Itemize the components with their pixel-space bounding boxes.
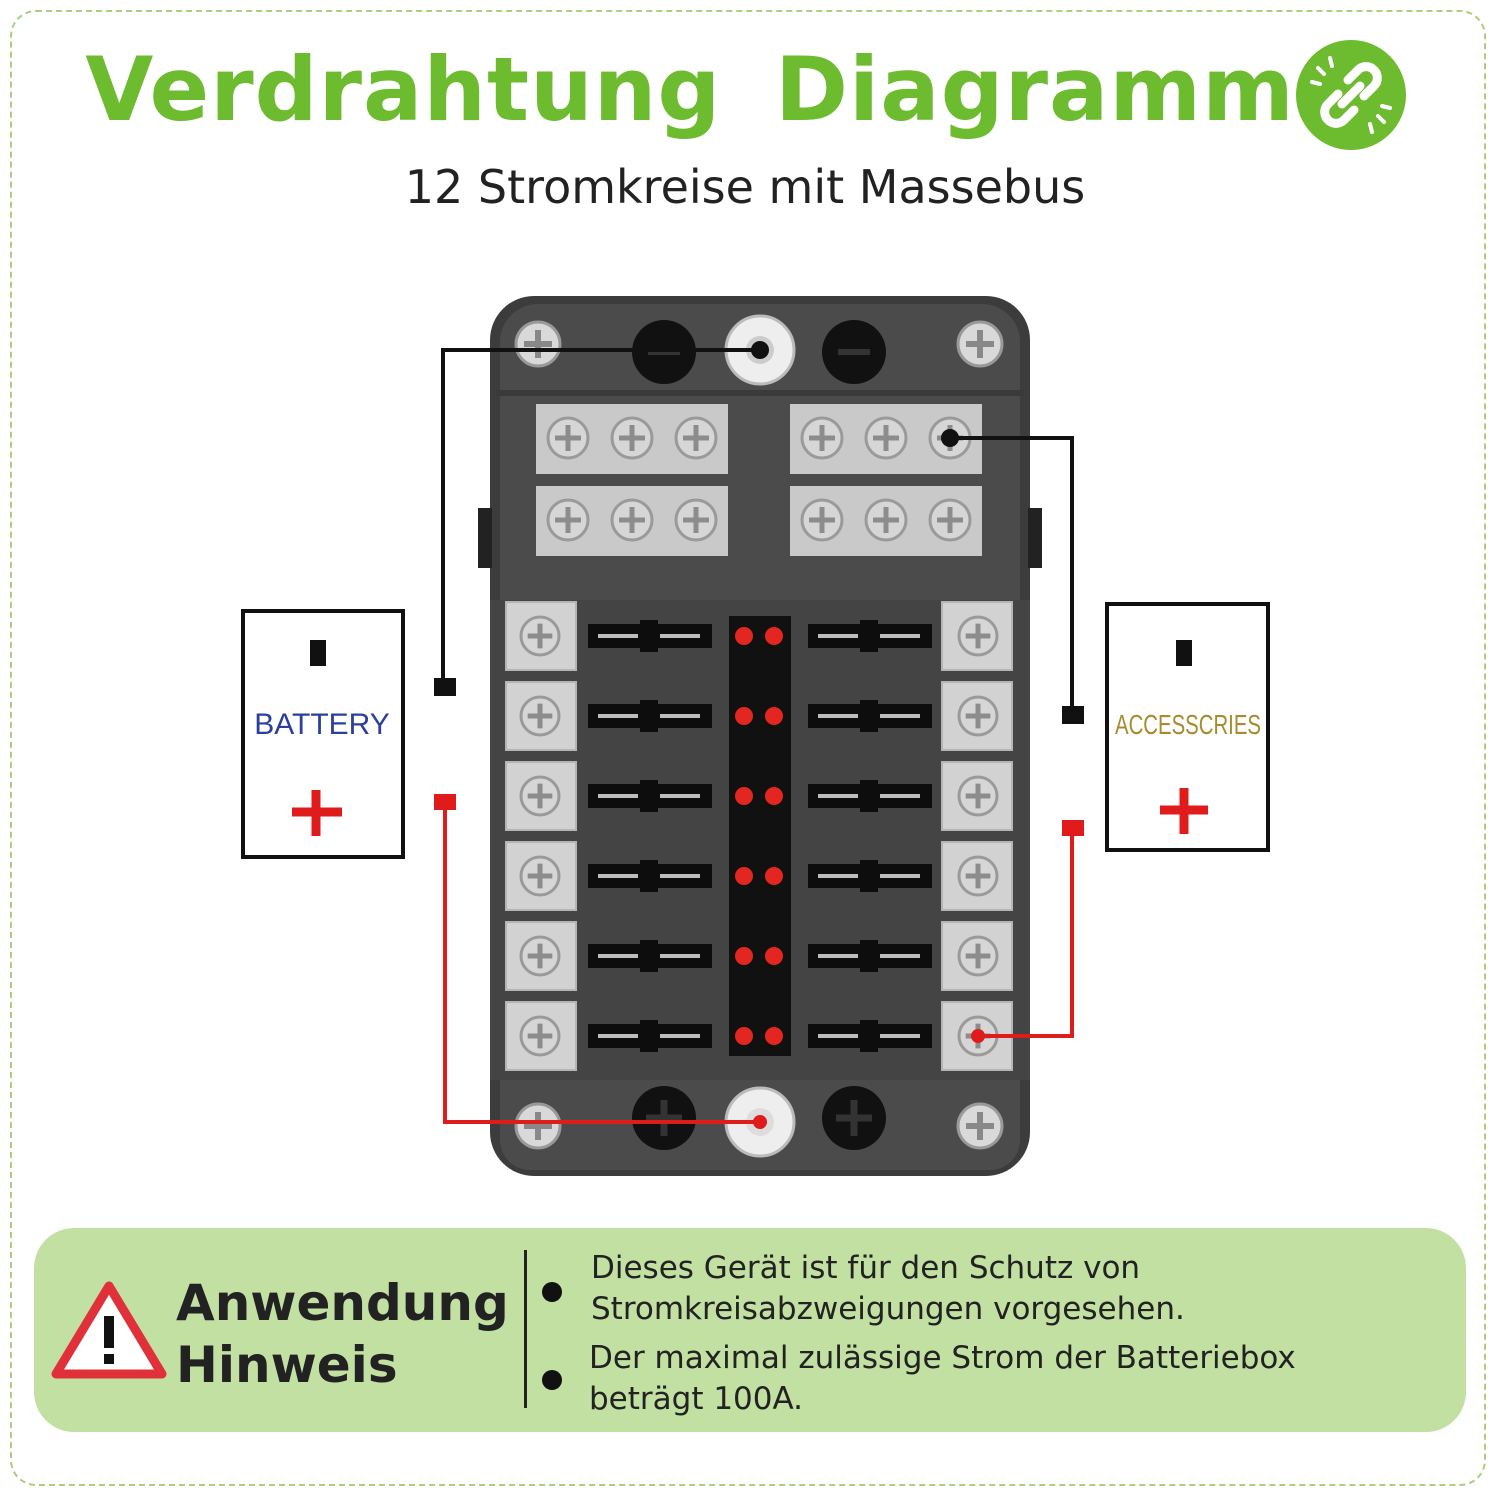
led-indicator bbox=[765, 627, 783, 645]
battery-label: BATTERY bbox=[254, 708, 390, 741]
screw bbox=[800, 416, 844, 460]
page-border bbox=[10, 10, 1486, 1486]
corner-screw bbox=[956, 320, 1004, 368]
led-indicator bbox=[735, 947, 753, 965]
screw bbox=[519, 1015, 561, 1057]
fuse-row bbox=[505, 601, 1013, 671]
corner-screw bbox=[956, 1102, 1004, 1150]
fuse-rows bbox=[505, 601, 1013, 1071]
positive-terminal-cap bbox=[632, 1086, 696, 1150]
negative-wire-battery bbox=[434, 341, 769, 696]
warning-triangle-icon bbox=[51, 1281, 167, 1379]
led-indicator bbox=[735, 1027, 753, 1045]
screw bbox=[957, 775, 999, 817]
led-indicator bbox=[735, 707, 753, 725]
screw bbox=[928, 498, 972, 542]
minus-symbol bbox=[310, 640, 326, 666]
screw bbox=[546, 498, 590, 542]
led-strip bbox=[729, 616, 791, 1056]
led-indicator bbox=[765, 947, 783, 965]
screw bbox=[519, 855, 561, 897]
positive-wire-battery bbox=[434, 794, 767, 1129]
fuse-row bbox=[505, 841, 1013, 911]
notice-panel bbox=[34, 1228, 1466, 1432]
screw bbox=[957, 695, 999, 737]
bullet-point bbox=[542, 1370, 562, 1390]
notice-heading-line1: Anwendung bbox=[176, 1274, 509, 1332]
negative-terminal-cap bbox=[822, 320, 886, 384]
screw bbox=[957, 935, 999, 977]
led-indicator bbox=[735, 787, 753, 805]
screw bbox=[519, 615, 561, 657]
terminal-block-right bbox=[941, 921, 1013, 991]
screw bbox=[519, 775, 561, 817]
fuse-row bbox=[505, 681, 1013, 751]
screw bbox=[610, 416, 654, 460]
screw bbox=[800, 498, 844, 542]
led-indicator bbox=[765, 867, 783, 885]
battery-box: BATTERY bbox=[241, 609, 405, 859]
link-chain-icon bbox=[1296, 40, 1406, 150]
accessories-box: ACCESSCRIES bbox=[1105, 602, 1270, 852]
page-subtitle: 12 Stromkreise mit Massebus bbox=[404, 160, 1086, 214]
plus-symbol bbox=[1160, 788, 1208, 834]
fuse-row bbox=[505, 921, 1013, 991]
screw bbox=[519, 935, 561, 977]
screw bbox=[519, 695, 561, 737]
terminal-block-left bbox=[505, 601, 577, 671]
fuse-row bbox=[505, 1001, 1013, 1071]
notice-bullet-2: Der maximal zulässige Strom der Batterie… bbox=[589, 1340, 1296, 1417]
led-indicator bbox=[735, 867, 753, 885]
corner-screw bbox=[514, 1102, 562, 1150]
led-indicator bbox=[765, 787, 783, 805]
screw bbox=[610, 498, 654, 542]
positive-wire-accessories bbox=[971, 820, 1084, 1043]
corner-screw bbox=[514, 320, 562, 368]
led-indicator bbox=[735, 627, 753, 645]
accessories-label: ACCESSCRIES bbox=[1115, 709, 1261, 740]
bullet-point bbox=[542, 1282, 562, 1302]
screw bbox=[864, 416, 908, 460]
screw bbox=[957, 855, 999, 897]
page-title: Verdrahtung Diagramm bbox=[85, 38, 1295, 141]
notice-heading-line2: Hinweis bbox=[176, 1336, 398, 1394]
fuse-row bbox=[505, 761, 1013, 831]
positive-terminal-cap bbox=[822, 1086, 886, 1150]
screw bbox=[546, 416, 590, 460]
screw bbox=[674, 498, 718, 542]
screw bbox=[864, 498, 908, 542]
led-indicator bbox=[765, 707, 783, 725]
negative-wire-accessories bbox=[941, 429, 1084, 724]
ground-bus-bars bbox=[536, 404, 982, 556]
notice-divider bbox=[524, 1250, 527, 1408]
minus-symbol bbox=[1176, 640, 1192, 666]
led-indicator bbox=[765, 1027, 783, 1045]
screw bbox=[957, 615, 999, 657]
plus-symbol bbox=[292, 790, 342, 836]
notice-bullet-1: Dieses Gerät ist für den Schutz von Stro… bbox=[591, 1250, 1185, 1327]
screw bbox=[674, 416, 718, 460]
notice-heading: Anwendung Hinweis bbox=[176, 1272, 516, 1396]
